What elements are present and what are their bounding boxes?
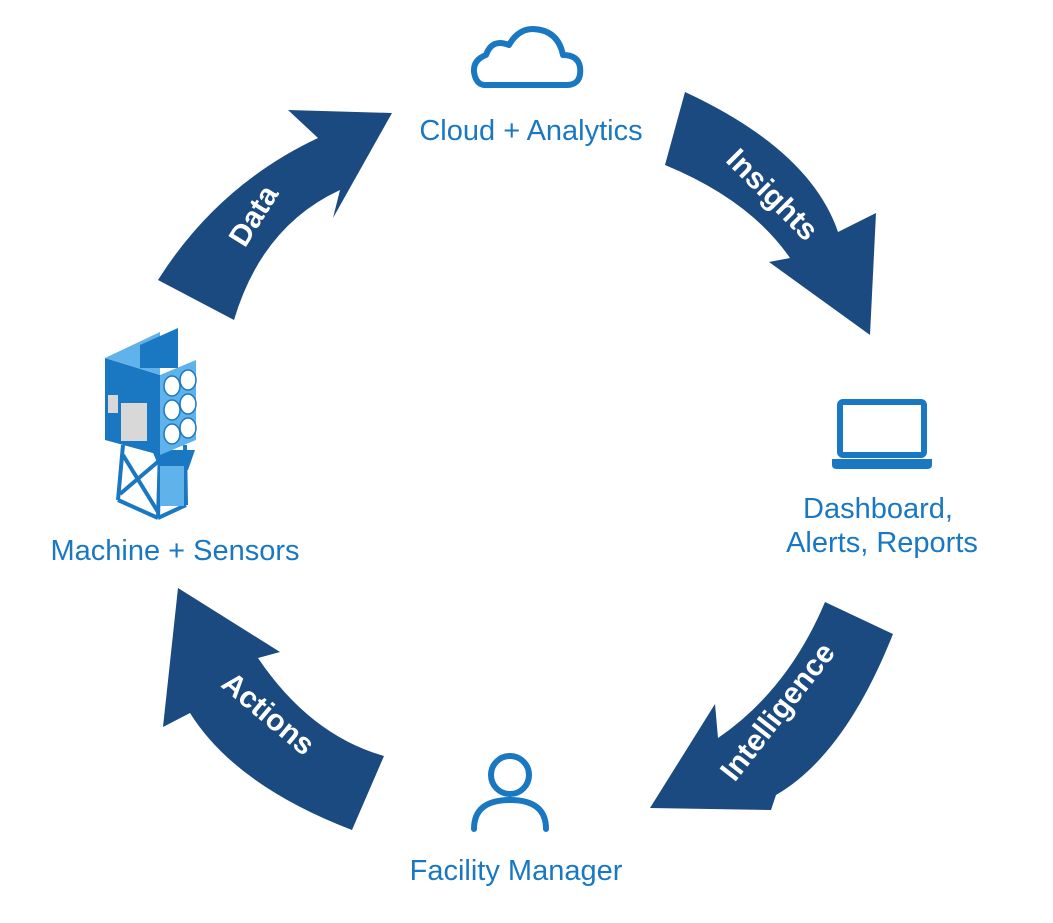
arrow-insights-shape: [665, 92, 876, 335]
arrow-actions-shape: [163, 588, 384, 830]
arrow-data: Data: [158, 110, 392, 320]
cloud-icon: [470, 26, 584, 89]
node-cloud-analytics: Cloud + Analytics: [419, 26, 643, 147]
node-machine-sensors: Machine + Sensors: [50, 328, 300, 567]
node-facility-manager: Facility Manager: [410, 753, 623, 887]
dashboard-label-line2: Alerts, Reports: [786, 527, 978, 559]
arrow-actions: Actions: [163, 588, 384, 830]
person-icon: [471, 753, 549, 832]
node-dashboard: Dashboard, Alerts, Reports: [786, 399, 978, 559]
laptop-icon: [837, 399, 927, 458]
person-body: [471, 796, 549, 832]
facility-manager-label: Facility Manager: [410, 855, 623, 887]
arrow-intelligence: Intelligence: [650, 602, 893, 810]
cloud-analytics-label: Cloud + Analytics: [419, 115, 642, 147]
arrow-data-shape: [158, 110, 392, 320]
person-head: [488, 753, 532, 797]
arrow-insights: Insights: [665, 92, 876, 335]
dust-collector-icon: [105, 328, 197, 520]
laptop-base: [832, 459, 932, 469]
dashboard-label-line1: Dashboard,: [803, 493, 953, 525]
arrow-intelligence-shape: [650, 602, 893, 810]
machine-sensors-label: Machine + Sensors: [50, 535, 299, 567]
